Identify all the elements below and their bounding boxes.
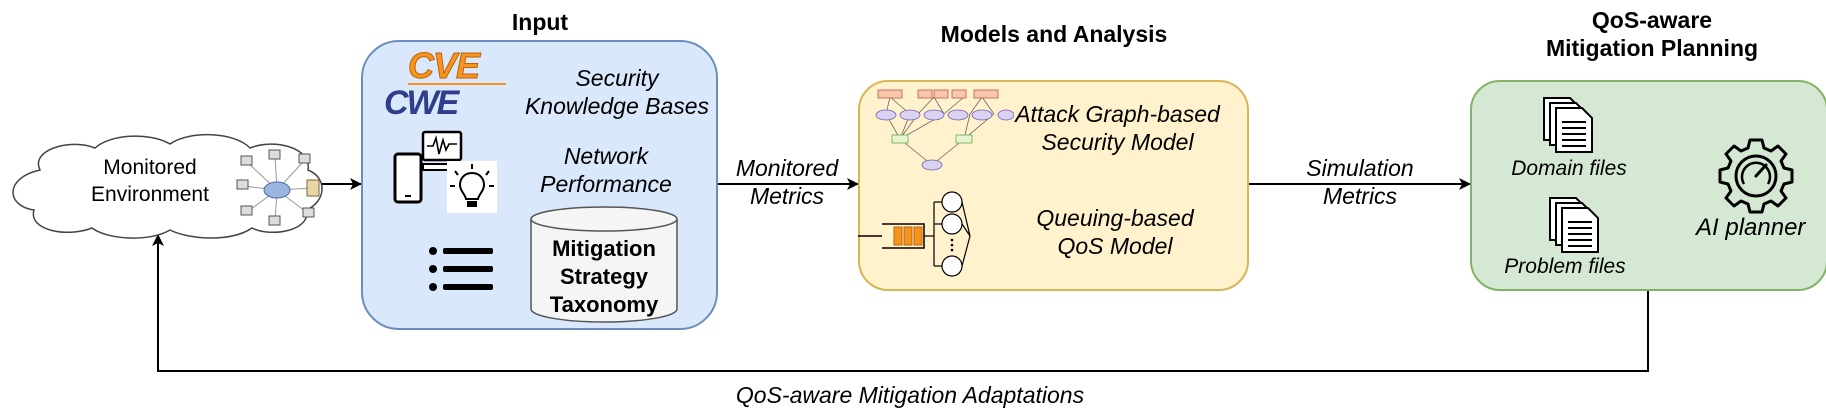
environment-label-line1: Monitored — [103, 156, 197, 179]
list-icon — [429, 247, 493, 291]
attack-graph-icon — [875, 89, 1014, 171]
mitigation-taxonomy-line1: Mitigation — [552, 236, 656, 261]
smartphone-monitor-icon — [393, 130, 463, 204]
network-performance-line1: Network — [563, 143, 649, 169]
attack-graph-line1: Attack Graph-based — [1015, 101, 1220, 127]
database-icon — [530, 206, 678, 323]
document-stack-icon — [1549, 197, 1599, 253]
attack-graph-line2: Security Model — [1041, 129, 1194, 155]
simulation-metrics-line2: Metrics — [1322, 183, 1398, 209]
input-title: Input — [511, 9, 569, 35]
cve-cwe-logos: CVE CWE — [384, 45, 506, 120]
document-stack-icon — [1543, 97, 1593, 153]
smartphone-icon — [393, 152, 423, 204]
environment-label: Monitored Environment — [55, 154, 245, 208]
arrow-feedback-loop — [152, 234, 1649, 372]
domain-files-label: Domain files — [1511, 157, 1627, 180]
network-performance-line2: Performance — [540, 171, 672, 197]
planning-title: QoS-aware Mitigation Planning — [1512, 6, 1792, 62]
queue-model-line2: QoS Model — [1057, 233, 1173, 259]
planning-title-line1: QoS-aware — [1591, 7, 1713, 33]
cwe-logo: CWE — [384, 84, 461, 120]
network-performance-label: Network Performance — [530, 142, 682, 198]
security-kb-line1: Security — [575, 65, 659, 91]
queue-model-line1: Queuing-based — [1036, 205, 1194, 231]
environment-label-line2: Environment — [91, 183, 209, 206]
planning-box — [1470, 80, 1826, 291]
planning-title-line2: Mitigation Planning — [1545, 35, 1759, 61]
feedback-label: QoS-aware Mitigation Adaptations — [735, 382, 1085, 408]
security-kb-line2: Knowledge Bases — [524, 93, 710, 119]
problem-files-label: Problem files — [1504, 255, 1626, 278]
security-kb-label: Security Knowledge Bases — [522, 64, 712, 120]
monitored-metrics-label: Monitored Metrics — [722, 154, 852, 210]
cve-logo: CVE — [408, 45, 481, 86]
queue-network-icon — [858, 191, 971, 277]
gear-gauge-icon — [1718, 138, 1794, 214]
models-title: Models and Analysis — [940, 21, 1168, 47]
mitigation-taxonomy-line3: Taxonomy — [549, 292, 659, 317]
mitigation-taxonomy-label: Mitigation Strategy Taxonomy — [529, 235, 679, 319]
monitored-metrics-line1: Monitored — [735, 155, 839, 181]
queue-model-label: Queuing-based QoS Model — [1000, 204, 1230, 260]
attack-graph-label: Attack Graph-based Security Model — [990, 100, 1245, 156]
mitigation-taxonomy-line2: Strategy — [559, 264, 649, 289]
simulation-metrics-label: Simulation Metrics — [1295, 154, 1425, 210]
network-diagram-icon — [236, 149, 320, 226]
monitored-metrics-line2: Metrics — [749, 183, 825, 209]
lightbulb-icon — [447, 161, 497, 213]
ai-planner-label: AI planner — [1696, 214, 1806, 241]
simulation-metrics-line1: Simulation — [1306, 155, 1414, 181]
models-box — [858, 80, 1249, 291]
